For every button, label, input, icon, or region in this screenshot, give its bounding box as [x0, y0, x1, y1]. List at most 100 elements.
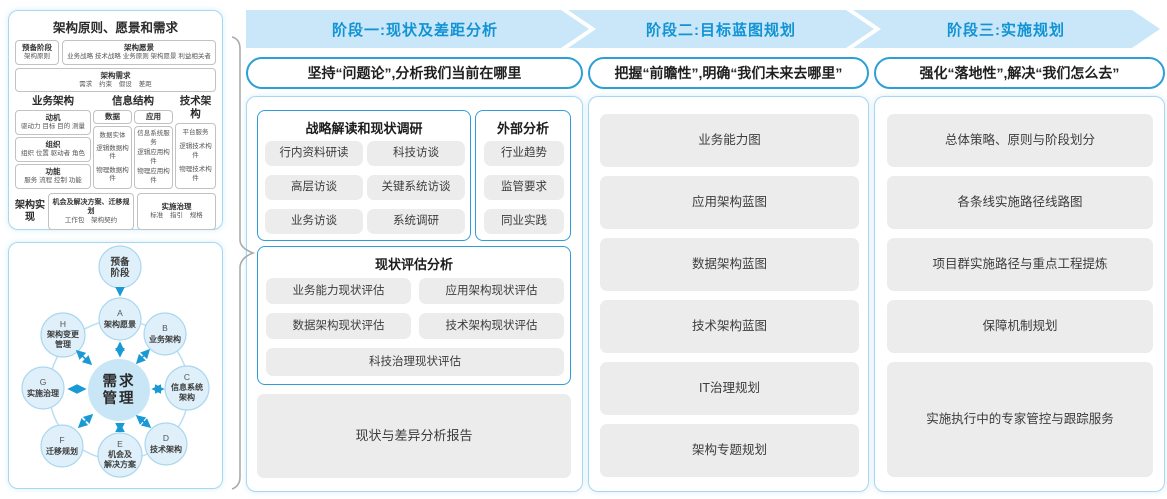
phase3-item: 总体策略、原则与阶段划分 [887, 114, 1153, 167]
organization-box: 组织 组织 位置 驱动者 角色 [15, 137, 91, 163]
phase3-item: 项目群实施路径与重点工程提炼 [887, 238, 1153, 291]
logical-tech-component: 逻辑技术构件 [179, 143, 212, 159]
phase1-panel: 战略解读和现状调研 行内资料研读 科技访谈 高层访谈 关键系统访谈 业务访谈 系… [246, 96, 583, 492]
svg-text:实施治理: 实施治理 [27, 388, 59, 398]
app-components-box: 信息系统服务 逻辑应用构件 物理应用构件 [134, 126, 173, 190]
physical-data-component: 物理数据构件 [96, 166, 129, 183]
platform-service: 平台服务 [182, 129, 209, 137]
tech-components-box: 平台服务 逻辑技术构件 物理技术构件 [175, 123, 216, 190]
phase2-item: 架构专题规划 [600, 424, 859, 477]
opportunities-migration-box: 机会及解决方案、迁移规划 工作包 架构契约 [48, 193, 134, 231]
node-d: D 技术架构 [144, 422, 188, 466]
architecture-realization-row: 架构实现 机会及解决方案、迁移规划 工作包 架构契约 实施治理 标准 指引 规格 [15, 193, 216, 231]
assessment-item: 科技治理现状评估 [266, 348, 564, 376]
svg-text:机会及: 机会及 [108, 449, 133, 459]
svg-text:D: D [163, 433, 169, 443]
research-item: 行内资料研读 [265, 141, 363, 166]
organization-title: 组织 [45, 140, 61, 150]
research-item: 高层访谈 [265, 175, 363, 200]
svg-text:A: A [117, 308, 123, 318]
phase2-title: 阶段二:目标蓝图规划 [646, 22, 796, 39]
research-group-title: 战略解读和现状调研 [305, 121, 423, 136]
phase2-panel: 业务能力图 应用架构蓝图 数据架构蓝图 技术架构蓝图 IT治理规划 架构专题规划 [588, 96, 869, 492]
requirement-management-circle [88, 359, 150, 421]
svg-text:G: G [40, 377, 47, 387]
physical-tech-component: 物理技术构件 [179, 166, 212, 182]
technology-architecture-column: 技术架构 平台服务 逻辑技术构件 物理技术构件 [175, 95, 216, 190]
physical-app-component: 物理应用构件 [137, 168, 170, 184]
tech-arch-title: 技术架构 [179, 95, 212, 121]
assessment-item: 业务能力现状评估 [266, 278, 411, 304]
phase2-item: IT治理规划 [600, 362, 859, 415]
center-node-arrows [67, 341, 165, 433]
info-system-service: 信息系统服务 [137, 130, 170, 146]
impl-governance-items: 标准 指引 规格 [150, 212, 203, 220]
svg-text:阶段: 阶段 [110, 267, 130, 279]
research-item: 科技访谈 [367, 141, 465, 166]
svg-text:解决方案: 解决方案 [104, 459, 137, 469]
info-structure-title: 信息结构 [112, 95, 154, 108]
phase3-panel: 总体策略、原则与阶段划分 各条线实施路径线路图 项目群实施路径与重点工程提炼 保… [874, 96, 1165, 492]
phase2-arrow-shape [568, 10, 874, 48]
requirements-row: 架构需求 需求 约束 假设 差距 [15, 67, 216, 93]
info-subheaders: 数据 应用 [93, 110, 173, 125]
node-e: E 机会及 解决方案 [97, 432, 143, 478]
gap-analysis-report: 现状与差异分析报告 [257, 394, 571, 478]
impl-governance-title: 实施治理 [161, 202, 192, 212]
external-group-title: 外部分析 [496, 121, 549, 136]
external-item: 行业趋势 [484, 141, 564, 166]
phase3-item: 实施执行中的专家管控与跟踪服务 [887, 362, 1153, 477]
vision-title: 架构愿景 [124, 43, 154, 52]
opportunities-title: 机会及解决方案、迁移规划 [52, 198, 130, 216]
svg-text:预备: 预备 [110, 256, 130, 268]
application-header: 应用 [134, 110, 173, 125]
vision-box: 架构愿景 业务战略 技术战略 业务原则 架构愿景 利益相关者 [62, 40, 216, 65]
svg-text:信息系统: 信息系统 [171, 382, 203, 392]
phase2-motto: 把握“前瞻性”,明确“我们未来去哪里” [588, 57, 869, 89]
vision-items: 业务战略 技术战略 业务原则 架构愿景 利益相关者 [67, 53, 211, 61]
research-group: 战略解读和现状调研 行内资料研读 科技访谈 高层访谈 关键系统访谈 业务访谈 系… [257, 110, 471, 241]
requirements-title: 架构需求 [100, 70, 131, 80]
assessment-item: 数据架构现状评估 [266, 313, 411, 339]
organization-items: 组织 位置 驱动者 角色 [21, 150, 85, 158]
node-f: F 迁移规划 [40, 424, 84, 468]
data-components-box: 数据实体 逻辑数据构件 物理数据构件 [93, 126, 132, 190]
requirements-box: 架构需求 需求 约束 假设 差距 [15, 67, 216, 93]
node-h: H 架构变更 管理 [40, 312, 86, 358]
node-a: A 架构愿景 [98, 297, 142, 341]
motivation-title: 动机 [45, 113, 61, 123]
data-header: 数据 [93, 110, 132, 125]
requirements-items: 需求 约束 假设 差距 [79, 80, 152, 88]
information-structure-column: 信息结构 数据 应用 数据实体 逻辑数据构件 物理数据构件 信息系统服务 逻辑应… [93, 95, 173, 190]
phase3-title: 阶段三:实施规划 [947, 22, 1065, 39]
phase1-arrow-shape [246, 10, 589, 48]
svg-text:F: F [59, 435, 64, 445]
research-item: 系统调研 [367, 209, 465, 234]
business-architecture-column: 业务架构 动机 驱动力 目标 目的 测量 组织 组织 位置 驱动者 角色 功能 … [15, 95, 91, 190]
function-items: 服务 流程 控制 功能 [24, 177, 82, 185]
node-c: C 信息系统 架构 [164, 365, 210, 411]
external-item: 监管要求 [484, 175, 564, 200]
svg-text:C: C [184, 372, 190, 382]
business-arch-title: 业务架构 [32, 95, 74, 108]
prep-stage-label: 预备阶段 [22, 43, 52, 52]
svg-text:需求: 需求 [103, 372, 136, 390]
phase3-motto: 强化“落地性”,解决“我们怎么去” [874, 57, 1165, 89]
svg-text:管理: 管理 [103, 389, 136, 407]
node-g: G 实施治理 [21, 366, 65, 410]
phase3-item: 保障机制规划 [887, 300, 1153, 353]
opportunities-items: 工作包 架构契约 [64, 216, 118, 224]
architecture-columns: 业务架构 动机 驱动力 目标 目的 测量 组织 组织 位置 驱动者 角色 功能 … [15, 95, 216, 190]
svg-text:技术架构: 技术架构 [150, 444, 182, 454]
phase1-motto: 坚持“问题论”,分析我们当前在哪里 [246, 57, 583, 89]
realization-label: 架构实现 [15, 199, 45, 223]
logical-app-component: 逻辑应用构件 [137, 149, 170, 165]
svg-text:迁移规划: 迁移规划 [46, 446, 78, 456]
phase2-item: 应用架构蓝图 [600, 176, 859, 229]
svg-text:管理: 管理 [55, 339, 71, 349]
logical-data-component: 逻辑数据构件 [96, 145, 129, 161]
prep-stage-box: 预备阶段 架构原则 [15, 40, 59, 65]
adm-cycle-diagram: 预备 阶段 需求 管理 A 架构愿景 B 业务架构 C 信息系统 架 [21, 245, 210, 478]
implementation-governance-box: 实施治理 标准 指引 规格 [137, 193, 216, 231]
